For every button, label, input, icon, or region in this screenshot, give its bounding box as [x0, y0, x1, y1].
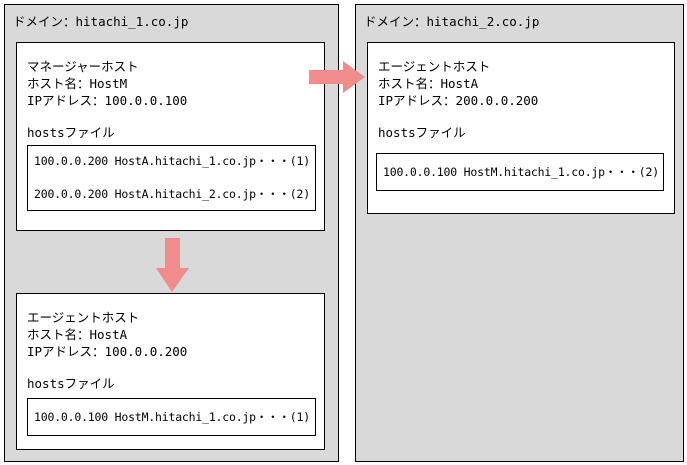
hosts-file-label: hostsファイル	[27, 125, 115, 140]
hosts-file-box: 100.0.0.100 HostM.hitachi_1.co.jp・・・(1)	[27, 398, 316, 436]
hosts-entry: 200.0.0.200 HostA.hitachi_2.co.jp・・・(2)	[34, 187, 310, 201]
host-name-label: ホスト名：HostM	[27, 76, 128, 91]
manager-host-box: マネージャーホスト ホスト名：HostM IPアドレス：100.0.0.100 …	[16, 42, 325, 231]
arrow-down	[156, 238, 189, 292]
hosts-entry: 100.0.0.100 HostM.hitachi_1.co.jp・・・(2)	[383, 165, 659, 179]
ip-address-label: IPアドレス：100.0.0.100	[27, 93, 188, 108]
hosts-entry: 100.0.0.200 HostA.hitachi_1.co.jp・・・(1)	[34, 154, 310, 168]
hosts-file-label: hostsファイル	[27, 376, 115, 391]
host-role-label: エージェントホスト	[27, 310, 140, 325]
arrow-right	[309, 61, 365, 93]
domain-title: ドメイン：hitachi_1.co.jp	[13, 14, 189, 29]
hosts-file-box: 100.0.0.200 HostA.hitachi_1.co.jp・・・(1) …	[27, 145, 316, 211]
hosts-file-box: 100.0.0.100 HostM.hitachi_1.co.jp・・・(2)	[376, 153, 664, 191]
hosts-file-label: hostsファイル	[378, 125, 466, 140]
host-role-label: エージェントホスト	[378, 59, 491, 74]
host-name-label: ホスト名：HostA	[378, 76, 479, 91]
ip-address-label: IPアドレス：200.0.0.200	[378, 93, 539, 108]
host-name-label: ホスト名：HostA	[27, 327, 128, 342]
hosts-entry: 100.0.0.100 HostM.hitachi_1.co.jp・・・(1)	[34, 410, 310, 424]
agent-host-box: エージェントホスト ホスト名：HostA IPアドレス：200.0.0.200 …	[367, 42, 675, 214]
agent-host-box: エージェントホスト ホスト名：HostA IPアドレス：100.0.0.200 …	[16, 293, 325, 450]
domain-title: ドメイン：hitachi_2.co.jp	[364, 14, 540, 29]
domain-panel-hitachi-1: ドメイン：hitachi_1.co.jp マネージャーホスト ホスト名：Host…	[4, 4, 339, 462]
domain-panel-hitachi-2: ドメイン：hitachi_2.co.jp エージェントホスト ホスト名：Host…	[355, 4, 684, 462]
host-role-label: マネージャーホスト	[27, 59, 139, 74]
ip-address-label: IPアドレス：100.0.0.200	[27, 344, 188, 359]
